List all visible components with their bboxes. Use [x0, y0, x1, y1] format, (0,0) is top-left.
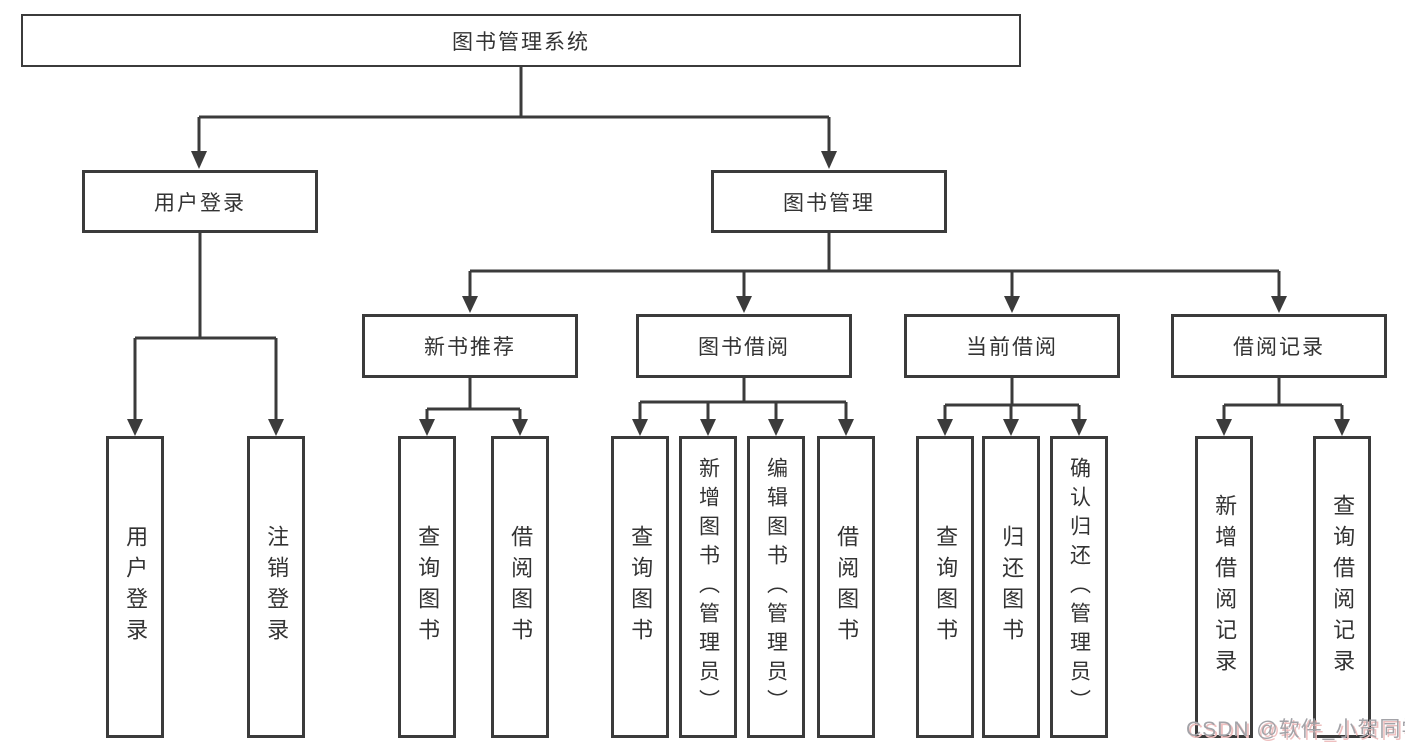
node-leaf-br-query: 查询借阅记录: [1313, 436, 1371, 738]
arrowhead-icon: [1071, 419, 1087, 436]
node-root: 图书管理系统: [21, 14, 1021, 67]
node-leaf-bb-query: 查询图书: [611, 436, 669, 738]
node-leaf-br-add-label: 新增借阅记录: [1212, 494, 1238, 680]
arrowhead-icon: [268, 419, 284, 436]
connector-user-login: [133, 233, 278, 421]
node-leaf-nb-query-label: 查询图书: [415, 525, 441, 649]
arrowhead-icon: [1004, 296, 1020, 313]
arrowhead-icon: [1216, 419, 1232, 436]
arrowhead-icon: [1334, 419, 1350, 436]
connector-book-mgmt: [468, 233, 1281, 297]
node-leaf-nb-query: 查询图书: [398, 436, 456, 738]
connector-borrow-records: [1222, 378, 1344, 421]
node-leaf-bb-borrow: 借阅图书: [817, 436, 875, 738]
arrowhead-icon: [736, 296, 752, 313]
connector-book-borrow: [638, 378, 848, 421]
node-current-borrow: 当前借阅: [904, 314, 1120, 378]
watermark: CSDN @软件_小贺同学: [1186, 718, 1405, 741]
node-borrow-records: 借阅记录: [1171, 314, 1387, 378]
arrowhead-icons: [127, 151, 1350, 436]
node-leaf-cb-return: 归还图书: [982, 436, 1040, 738]
connector-new-book-rec: [425, 378, 522, 421]
node-current-borrow-label: 当前借阅: [966, 336, 1058, 359]
node-leaf-nb-borrow-label: 借阅图书: [508, 525, 534, 649]
node-leaf-logout-label: 注销登录: [264, 525, 290, 649]
node-user-login-label: 用户登录: [154, 191, 246, 215]
node-new-book-rec-label: 新书推荐: [424, 336, 516, 359]
arrowhead-icon: [1003, 419, 1019, 436]
node-leaf-br-query-label: 查询借阅记录: [1330, 494, 1356, 680]
arrowhead-icon: [512, 419, 528, 436]
arrowhead-icon: [768, 419, 784, 436]
node-leaf-bb-borrow-label: 借阅图书: [834, 525, 860, 649]
node-book-mgmt: 图书管理: [711, 170, 947, 233]
connector-current-borrow: [943, 378, 1081, 421]
node-borrow-records-label: 借阅记录: [1233, 336, 1325, 359]
arrowhead-icon: [700, 419, 716, 436]
arrowhead-icon: [632, 419, 648, 436]
arrowhead-icon: [821, 151, 837, 169]
node-leaf-cb-confirm: 确认归还（管理员）: [1050, 436, 1108, 738]
connector-root: [197, 67, 831, 153]
node-leaf-bb-edit: 编辑图书（管理员）: [747, 436, 805, 738]
node-leaf-user-login: 用户登录: [106, 436, 164, 738]
node-leaf-cb-query-label: 查询图书: [933, 525, 959, 649]
node-book-borrow-label: 图书借阅: [698, 336, 790, 359]
node-leaf-logout: 注销登录: [247, 436, 305, 738]
node-book-borrow: 图书借阅: [636, 314, 852, 378]
node-leaf-bb-add-label: 新增图书（管理员）: [696, 456, 720, 718]
node-leaf-bb-query-label: 查询图书: [628, 525, 654, 649]
node-leaf-br-add: 新增借阅记录: [1195, 436, 1253, 738]
node-root-label: 图书管理系统: [452, 30, 590, 54]
node-new-book-rec: 新书推荐: [362, 314, 578, 378]
arrowhead-icon: [838, 419, 854, 436]
arrowhead-icon: [462, 296, 478, 313]
node-leaf-nb-borrow: 借阅图书: [491, 436, 549, 738]
arrowhead-icon: [937, 419, 953, 436]
node-leaf-bb-edit-label: 编辑图书（管理员）: [764, 456, 788, 718]
node-leaf-cb-return-label: 归还图书: [999, 525, 1025, 649]
arrowhead-icon: [191, 151, 207, 169]
arrowhead-icon: [127, 419, 143, 436]
node-leaf-cb-confirm-label: 确认归还（管理员）: [1067, 456, 1091, 718]
arrowhead-icon: [419, 419, 435, 436]
node-leaf-user-login-label: 用户登录: [123, 525, 149, 649]
node-leaf-bb-add: 新增图书（管理员）: [679, 436, 737, 738]
node-book-mgmt-label: 图书管理: [783, 191, 875, 215]
node-user-login: 用户登录: [82, 170, 318, 233]
arrowhead-icon: [1271, 296, 1287, 313]
node-leaf-cb-query: 查询图书: [916, 436, 974, 738]
